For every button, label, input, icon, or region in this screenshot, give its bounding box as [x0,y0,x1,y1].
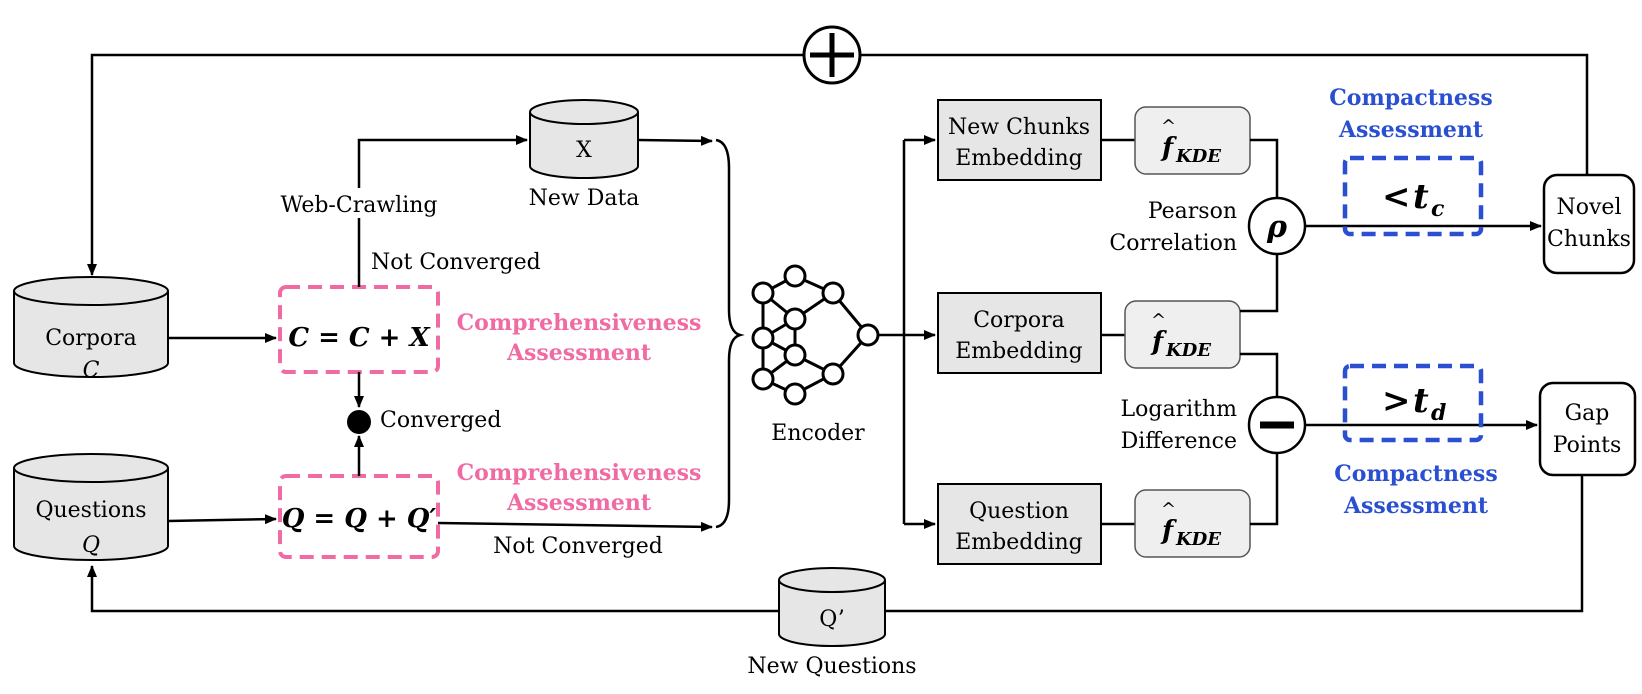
x-to-brace-arrow [637,135,713,146]
comprehensiveness-label-top: Comprehensiveness [457,310,702,336]
novel-chunks-box: Novel Chunks [1542,173,1636,275]
question-embedding-title: Question [969,499,1069,524]
assessment-label-bottom: Assessment [506,490,652,516]
td-t: t [1413,381,1429,421]
encoder-label: Encoder [771,421,865,446]
new-data-database: X [529,99,639,179]
questions-symbol: Q [82,533,100,558]
log-difference-minus-operator-icon [1247,395,1307,455]
points-label: Points [1553,433,1622,458]
corpora-embedding-box: Corpora Embedding [937,292,1102,374]
questions-database: Questions Q [13,453,169,561]
kde-hat: ^ [1151,310,1166,331]
kde-box-corpora: f ^ KDE [1124,300,1241,369]
compactness-label-top: Compactness [1329,85,1492,111]
question-embedding-box: Question Embedding [937,483,1102,565]
chunks-to-rho-line [1250,138,1279,197]
rho-symbol: ρ [1266,210,1288,245]
questions-to-minus-line [1250,453,1279,526]
corpora-embedding-title: Corpora [973,308,1065,333]
td-threshold-box [1342,363,1484,443]
comprehensiveness-label-bottom: Comprehensiveness [457,460,702,486]
neural-network-icon [751,264,880,406]
logarithm-label: Logarithm [1121,397,1238,422]
pearson-rho-operator-icon: ρ [1247,196,1307,256]
tc-operator: < [1382,177,1411,217]
chunks-label: Chunks [1547,227,1631,252]
new-data-caption: New Data [529,186,640,211]
corpora-update-formula: C = C + X [288,323,431,353]
question-embedding-subtitle: Embedding [955,530,1082,555]
pearson-label: Pearson [1148,199,1237,224]
questions-update-box: Q = Q + Q′ [278,474,440,559]
corpora-update-box: C = C + X [278,285,440,374]
not-converged-bottom-label: Not Converged [493,534,663,559]
tc-sub: c [1431,196,1445,222]
new-questions-database: Q’ [778,567,886,647]
gap-points-box: Gap Points [1538,381,1637,477]
corpora-database: Corpora C [13,276,169,383]
convergence-node-icon [347,410,371,434]
new-chunks-label: New Chunks [948,115,1090,140]
tc-t: t [1413,177,1429,217]
x-label: X [576,138,592,163]
difference-label: Difference [1121,429,1237,454]
compactness-assessment-label-bottom: Assessment [1343,493,1489,519]
kde-sub: KDE [1175,146,1221,167]
not-converged-to-brace-arrow [437,521,713,532]
qprime-label: Q’ [819,607,844,632]
merge-brace [715,138,745,529]
converged-label: Converged [380,408,501,433]
kde-f: f [1160,516,1177,546]
corpora-label: Corpora [45,326,137,351]
new-chunks-embedding-box: New Chunks Embedding [937,99,1102,181]
questions-label: Questions [35,498,146,523]
corpora-to-minus-line [1240,352,1279,397]
td-sub: d [1431,400,1446,426]
web-crawling-arrow [357,135,528,287]
plus-operator-icon [802,25,862,85]
tc-threshold-box [1342,155,1484,237]
kde-sub: KDE [1175,529,1221,550]
novel-label: Novel [1557,195,1622,220]
kde-sub: KDE [1165,340,1211,361]
td-operator: > [1382,381,1411,421]
corpora-to-rho-line [1240,255,1279,313]
web-crawling-label-bg [272,188,452,218]
corpora-symbol: C [83,358,100,383]
kde-hat: ^ [1161,116,1176,137]
new-chunks-embedding-label: Embedding [955,146,1082,171]
kde-box-questions: f ^ KDE [1134,489,1251,558]
compactness-assessment-label-top: Assessment [1338,117,1484,143]
questions-update-formula: Q = Q + Q′ [282,504,437,534]
kde-f: f [1150,327,1167,357]
corpora-embedding-subtitle: Embedding [955,339,1082,364]
not-converged-top-label: Not Converged [371,250,541,275]
gap-label: Gap [1565,401,1610,426]
kde-f: f [1160,133,1177,163]
compactness-label-bottom: Compactness [1334,461,1497,487]
assessment-label-top: Assessment [506,340,652,366]
kde-hat: ^ [1161,499,1176,520]
web-crawling-label: Web-Crawling [281,193,438,218]
correlation-label: Correlation [1109,231,1237,256]
new-questions-caption: New Questions [747,654,916,679]
questions-to-update-arrow [167,514,277,525]
kde-box-chunks: f ^ KDE [1134,106,1251,175]
